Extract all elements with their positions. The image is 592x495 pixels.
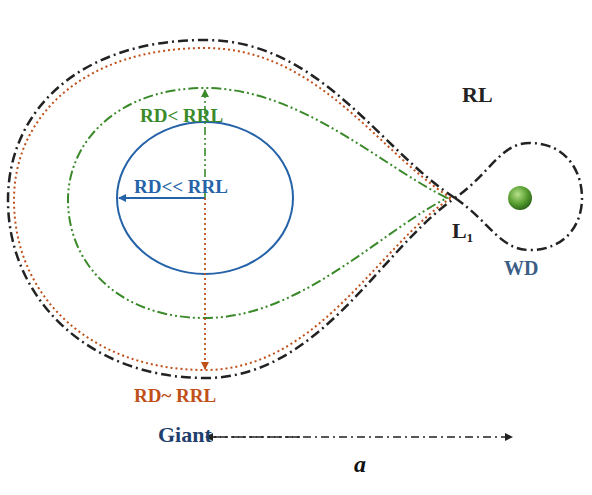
filling-lobe-outline: [14, 48, 451, 370]
white-dwarf-label: WD: [504, 258, 538, 278]
roche-lobe-outline: [8, 40, 455, 378]
radius-arrow-blue: [119, 197, 205, 199]
radius-label: RD<< RRL: [134, 177, 228, 196]
separation-label: a: [354, 452, 366, 476]
separation-arrow-back: [206, 436, 300, 437]
radius-arrow-orange: [204, 198, 206, 369]
giant-label: Giant: [158, 424, 212, 446]
radius-label: RD< RRL: [140, 106, 223, 125]
white-dwarf-sphere: [508, 186, 532, 210]
radius-label: RD~ RRL: [134, 386, 216, 405]
wd-roche-lobe: [455, 143, 582, 250]
lagrange-point-label: L₁: [452, 220, 473, 242]
underfilling-outline: [68, 88, 447, 318]
roche-lobe-label: RL: [462, 84, 493, 106]
